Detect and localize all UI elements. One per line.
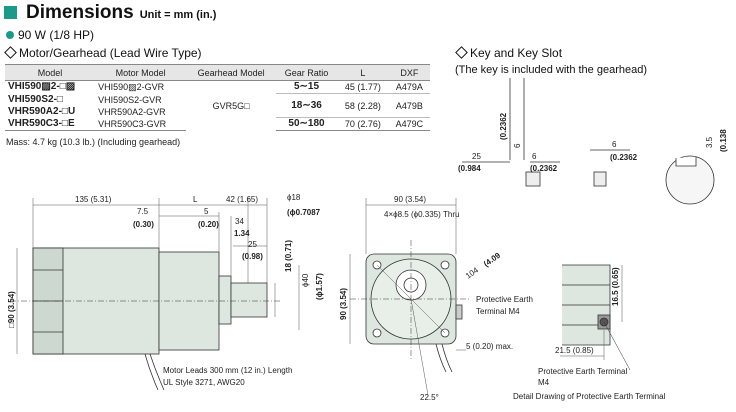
section-marker-icon [4, 6, 17, 19]
model-cell: VHI590S2-□ [8, 93, 63, 105]
dim-135: 135 (5.31) [75, 195, 112, 204]
dxf-cell: A479A [395, 82, 423, 92]
pe-detail-view [562, 264, 631, 371]
table-row: VHR590C3-□E VHR590C3-GVR 50∼180 70 (2.76… [5, 117, 430, 131]
key-section-title: Key and Key Slot [455, 46, 562, 60]
ratio-cell: 5∼15 [293, 81, 320, 92]
unit-label: Unit = mm (in.) [139, 9, 217, 21]
key-dim-0236v: (0.2362 [499, 112, 508, 140]
dim-5: 5 [204, 207, 209, 216]
col-header: DXF [388, 64, 430, 81]
dim-phi40: ϕ40 [301, 273, 310, 287]
dim-34: 34 [235, 217, 244, 226]
key-dim-0236b: (0.2362 [610, 153, 638, 162]
model-cell: VHI590▨2-□▨ [8, 81, 76, 93]
dim-42: 42 (1.65) [226, 195, 258, 204]
key-note: (The key is included with the gearhead) [455, 64, 647, 76]
table-header-row: Model Motor Model Gearhead Model Gear Ra… [5, 64, 430, 81]
ul-style-label: UL Style 3271, AWG20 [163, 378, 245, 387]
col-header: Gearhead Model [186, 64, 277, 81]
bullet-dot-icon [6, 31, 14, 39]
dim-phi0708: (ϕ0.7087 [287, 208, 321, 217]
model-cell: VHR590C3-□E [5, 117, 96, 131]
table-row: VHR590A2-□U VHR590A2-GVR [5, 106, 430, 118]
holes-label: 4×ϕ8.5 (ϕ0.335) Thru [384, 210, 459, 219]
motor-leads-label: Motor Leads 300 mm (12 in.) Length [163, 366, 292, 375]
title-block: Dimensions Unit = mm (in.) [4, 2, 216, 24]
key-dim-6a: 6 [532, 152, 537, 161]
dim-134: 1.34 [234, 229, 250, 238]
key-drawing [462, 78, 715, 205]
dim-409: (4.09 [482, 250, 503, 268]
dim-phi157: (ϕ1.57) [315, 273, 324, 300]
dim-18: 18 (0.71) [284, 240, 293, 272]
dim-7-5: 7.5 [137, 207, 149, 216]
key-dim-0138: (0.138 [719, 129, 728, 152]
pe-detail-label-2: M4 [538, 378, 550, 387]
dim-21-5: 21.5 (0.85) [555, 346, 594, 355]
motor-model-cell: VHR590C3-GVR [95, 117, 187, 131]
motor-side-view [10, 247, 280, 391]
col-header: Motor Model [95, 64, 187, 81]
key-dim-0236a: (0.2362 [530, 164, 558, 173]
dim-phi18: ϕ18 [287, 193, 301, 202]
front-dim-lines [349, 198, 466, 396]
key-dim-25: 25 [472, 152, 481, 161]
ratio-cell: 50∼180 [276, 117, 337, 131]
dxf-cell: A479B [388, 93, 430, 118]
l-cell: 58 (2.28) [337, 93, 389, 118]
pe-detail-label-1: Protective Earth Terminal [538, 367, 627, 376]
pe-terminal-label-2: Terminal M4 [476, 307, 520, 316]
col-header: Model [5, 64, 96, 81]
col-header: L [337, 64, 389, 81]
gearhead-cell: GVR5G□ [212, 100, 250, 111]
key-section-label: Key and Key Slot [470, 46, 563, 60]
max-label: 5 (0.20) max. [466, 342, 513, 351]
key-dim-6v: 6 [513, 143, 522, 148]
motor-section-label: Motor/Gearhead (Lead Wire Type) [19, 46, 202, 60]
dim-90-side: 90 (3.54) [339, 288, 348, 320]
motor-section-title: Motor/Gearhead (Lead Wire Type) [4, 46, 202, 60]
dim-25: 25 [248, 240, 257, 249]
spec-table: Model Motor Model Gearhead Model Gear Ra… [5, 64, 430, 131]
dim-098: (0.98) [242, 252, 263, 261]
motor-model-cell: VHR590A2-GVR [98, 106, 166, 117]
dim-020: (0.20) [198, 220, 219, 229]
motor-front-view [350, 240, 470, 373]
l-cell: 45 (1.77) [344, 82, 381, 92]
model-cell: VHR590A2-□U [8, 105, 76, 117]
l-cell: 70 (2.76) [337, 117, 389, 131]
key-dim-6b: 6 [612, 140, 617, 149]
ratio-cell: 18∼36 [276, 93, 337, 118]
power-label: 90 W (1/8 HP) [18, 28, 95, 42]
key-dim-35: 3.5 [705, 136, 714, 148]
pe-terminal-label-1: Protective Earth [476, 295, 533, 304]
pe-dim-lines [560, 265, 623, 360]
detail-caption: Detail Drawing of Protective Earth Termi… [513, 392, 666, 401]
dim-L: L [193, 195, 198, 204]
dim-16-5: 16.5 (0.65) [611, 267, 620, 306]
mass-note: Mass: 4.7 kg (10.3 lb.) (Including gearh… [6, 137, 181, 147]
dim-030: (0.30) [133, 220, 154, 229]
motor-model-cell: VHI590S2-GVR [98, 94, 162, 105]
side-dim-lines [16, 197, 300, 354]
dim-104: 104 [464, 265, 481, 280]
dim-sq90: □90 (3.54) [7, 291, 16, 328]
dim-90-top: 90 (3.54) [394, 195, 426, 204]
dxf-cell: A479C [388, 117, 430, 131]
angle-label: 22.5° [420, 393, 439, 402]
motor-model-cell: VHI590▨2-GVR [98, 82, 165, 93]
col-header: Gear Ratio [276, 64, 337, 81]
page-title: Dimensions [26, 2, 134, 23]
power-rating: 90 W (1/8 HP) [6, 28, 94, 42]
key-dim-0984: (0.984 [458, 164, 481, 173]
table-row: VHI590▨2-□▨ VHI590▨2-GVR GVR5G□ 5∼15 45 … [5, 81, 430, 111]
table-row: VHI590S2-□ VHI590S2-GVR 18∼36 58 (2.28) … [5, 93, 430, 118]
